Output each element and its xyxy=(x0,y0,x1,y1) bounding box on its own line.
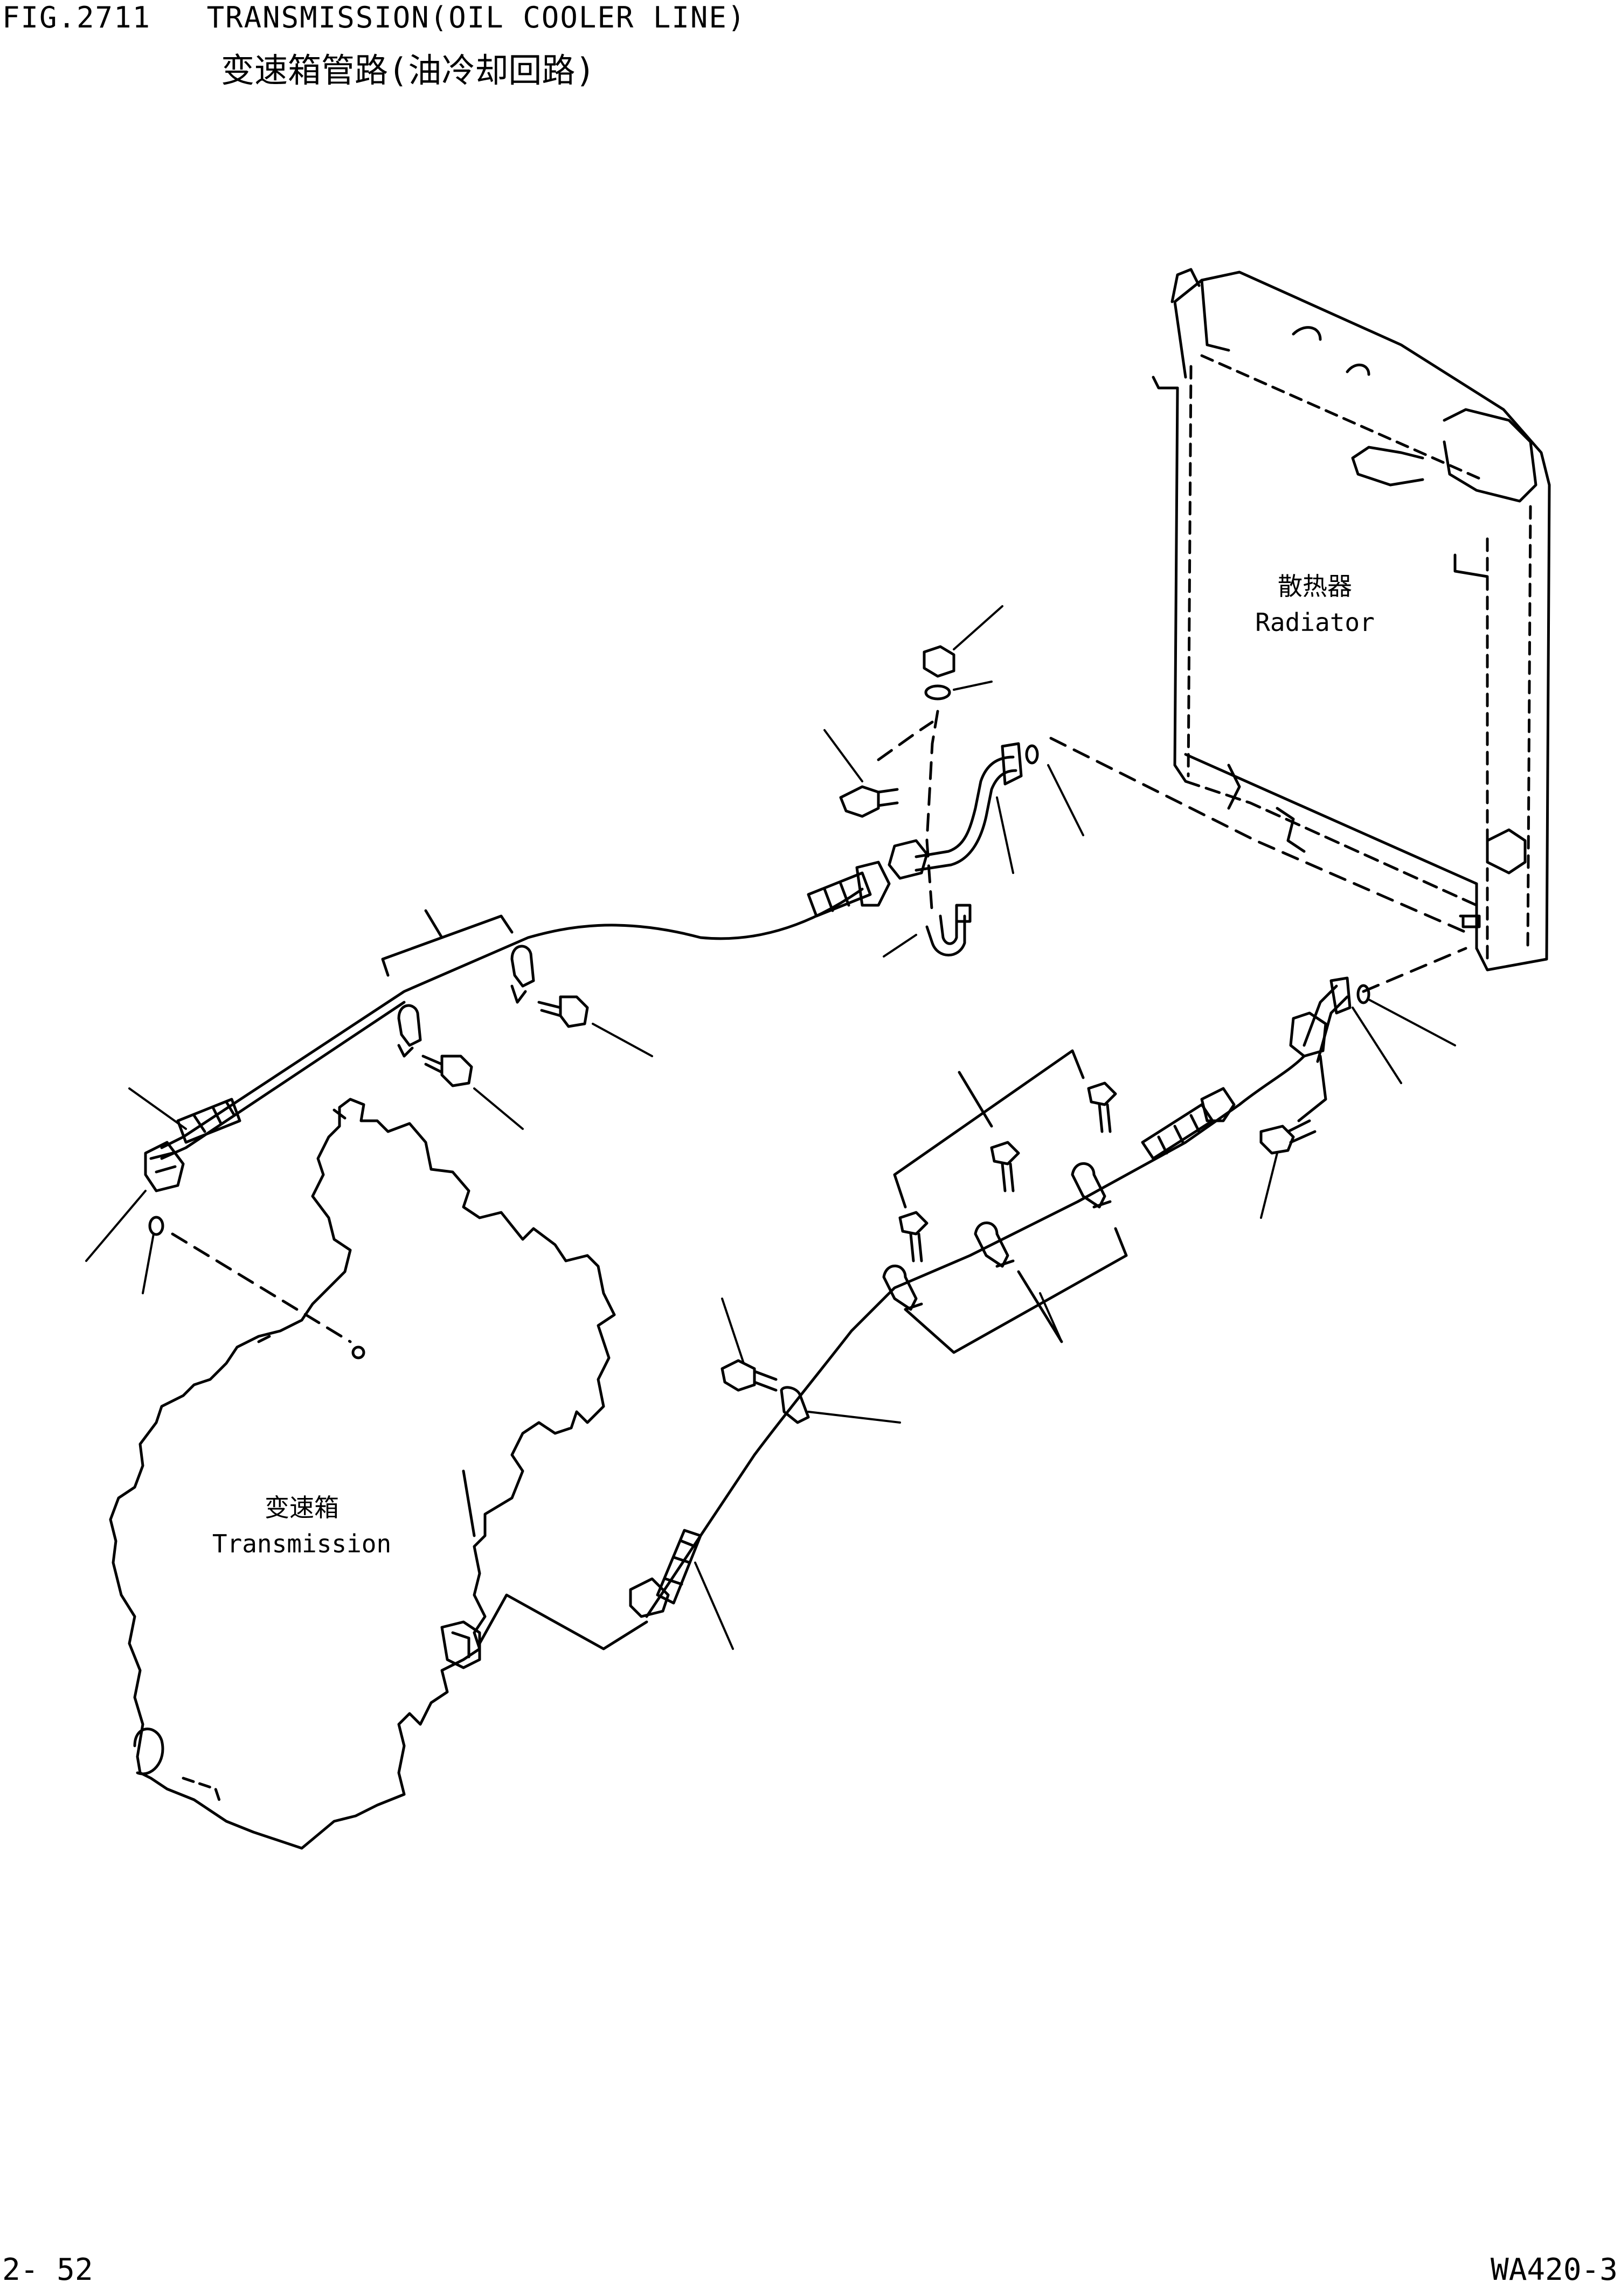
bolt-1 xyxy=(537,995,589,1028)
upper-hose-fitting-radiator-end xyxy=(807,861,891,918)
radiator-label-cn: 散热器 xyxy=(1278,572,1352,601)
bolt-3 xyxy=(839,785,899,818)
bolt-2 xyxy=(421,1055,473,1087)
o-ring-radiator-outlet xyxy=(1356,984,1370,1004)
transmission-label: 变速箱 Transmission xyxy=(194,1490,410,1562)
radiator-inlet-elbow-pipe xyxy=(888,742,1023,880)
hose-clip-5 xyxy=(1071,1162,1112,1209)
bolt-5 xyxy=(1259,1119,1317,1155)
lower-hose-fitting-radiator-end xyxy=(1141,1087,1236,1160)
reference-leader-lines xyxy=(85,605,1456,1650)
bolt-6 xyxy=(898,1211,929,1263)
transmission-label-en: Transmission xyxy=(212,1529,392,1558)
transmission-label-cn: 变速箱 xyxy=(265,1493,339,1522)
hose-clip-2 xyxy=(397,1004,422,1058)
clip-group-bracket-upper xyxy=(381,909,514,977)
lower-hose-transmission-end xyxy=(478,1593,648,1650)
washer xyxy=(924,684,951,700)
transmission-cooler-port xyxy=(440,1620,481,1669)
upper-oil-cooler-hose xyxy=(160,887,864,1160)
transmission-outline xyxy=(109,1098,616,1850)
lower-oil-cooler-hose xyxy=(645,1055,1306,1618)
bolt-4 xyxy=(721,1359,778,1392)
assembly-leader-lines xyxy=(171,710,1467,1343)
bolt-8 xyxy=(1087,1081,1117,1133)
page-number: 2- 52 xyxy=(2,2252,93,2287)
radiator-outline xyxy=(1152,268,1551,972)
figure-title-chinese: 变速箱管路(油冷却回路) xyxy=(221,51,595,90)
upper-hose-fitting-transmission-end xyxy=(144,1098,241,1192)
nut xyxy=(923,645,955,678)
figure-title: FIG.2711 TRANSMISSION(OIL COOLER LINE) xyxy=(2,1,746,34)
bolt-group-bracket-lower xyxy=(893,1049,1085,1209)
bolt-7 xyxy=(990,1141,1020,1192)
clip-group-bracket-lower xyxy=(904,1227,1128,1354)
hose-clip-6 xyxy=(780,1386,810,1424)
radiator-label: 散热器 Radiator xyxy=(1207,568,1423,640)
hose-clip-4 xyxy=(974,1221,1015,1268)
radiator-outlet-fitting xyxy=(1461,914,1481,928)
model-number: WA420-3 xyxy=(1490,2252,1618,2287)
o-ring-transmission xyxy=(148,1216,164,1236)
u-bolt xyxy=(925,904,972,956)
lower-hose-fitting-transmission-end xyxy=(629,1529,702,1618)
radiator-label-en: Radiator xyxy=(1255,607,1375,637)
radiator-outlet-elbow-pipe xyxy=(1289,976,1352,1122)
o-ring-radiator-inlet xyxy=(1025,744,1039,765)
hose-clip-1 xyxy=(510,945,535,1004)
hose-clip-3 xyxy=(882,1264,923,1311)
